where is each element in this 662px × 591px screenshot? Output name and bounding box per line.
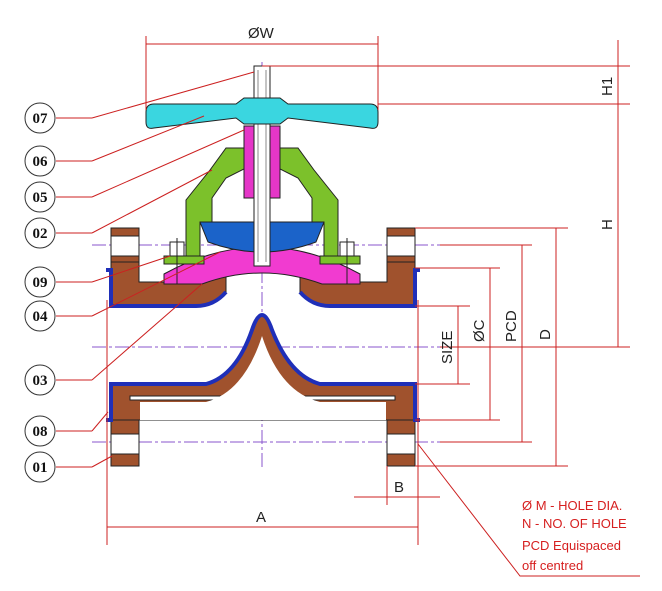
balloon-01-label: 01 <box>33 460 48 476</box>
hole-note: Ø M - HOLE DIA. N - NO. OF HOLE PCD Equi… <box>522 498 627 573</box>
dim-c-label: ØC <box>471 319 488 342</box>
balloon-08-label: 08 <box>33 424 48 440</box>
balloon-02: 02 <box>24 169 213 249</box>
lining <box>106 268 420 422</box>
bolt-hole-left-top <box>110 235 140 257</box>
weir-inner <box>140 336 386 420</box>
balloon-04: 04 <box>24 251 221 332</box>
lining-weir <box>106 313 420 422</box>
balloon-02-label: 02 <box>33 226 48 242</box>
dim-pcd-label: PCD <box>503 310 520 342</box>
balloon-05: 05 <box>24 129 245 213</box>
lining-upper-left <box>106 268 228 308</box>
balloon-05-label: 05 <box>33 190 48 206</box>
dim-a-label: A <box>256 509 266 526</box>
bonnet-right <box>277 147 339 259</box>
balloon-04-label: 04 <box>33 309 49 325</box>
balloon-07: 07 <box>24 71 255 134</box>
lining-upper-right <box>298 268 420 308</box>
dim-h-label: H <box>599 219 616 230</box>
spindle <box>253 65 271 267</box>
bolt-hole-right-bottom <box>386 433 416 455</box>
balloon-06-label: 06 <box>33 154 49 170</box>
note-leader <box>417 443 640 577</box>
bonnet-left <box>185 147 247 259</box>
note-line-2: N - NO. OF HOLE <box>522 516 627 531</box>
part-balloons: 07 06 05 02 09 <box>24 71 255 483</box>
bolt-hole-left-bottom <box>110 433 140 455</box>
dim-d-label: D <box>537 329 554 340</box>
bolts <box>169 238 355 284</box>
note-line-4: off centred <box>522 558 583 573</box>
handwheel <box>145 97 379 129</box>
balloon-03: 03 <box>24 283 203 396</box>
dimension-lines <box>106 36 640 577</box>
balloon-08: 08 <box>24 411 109 447</box>
handwheel-bar <box>145 97 379 129</box>
balloon-06: 06 <box>24 115 205 177</box>
note-line-3: PCD Equispaced <box>522 538 621 553</box>
bonnet-flange-right <box>319 255 361 265</box>
balloon-07-label: 07 <box>33 111 49 127</box>
dim-size-label: SIZE <box>439 331 456 364</box>
balloon-03-label: 03 <box>33 373 48 389</box>
balloon-01: 01 <box>24 451 113 483</box>
dim-h1-label: H1 <box>599 77 616 96</box>
dim-w-label: ØW <box>248 25 275 42</box>
note-line-1: Ø M - HOLE DIA. <box>522 498 622 513</box>
dim-b-label: B <box>394 479 404 496</box>
balloon-09-label: 09 <box>33 275 48 291</box>
dimension-labels: ØW H1 H SIZE ØC PCD D A B <box>248 25 616 526</box>
bolt-hole-right-top <box>386 235 416 257</box>
balloon-09: 09 <box>24 255 171 298</box>
